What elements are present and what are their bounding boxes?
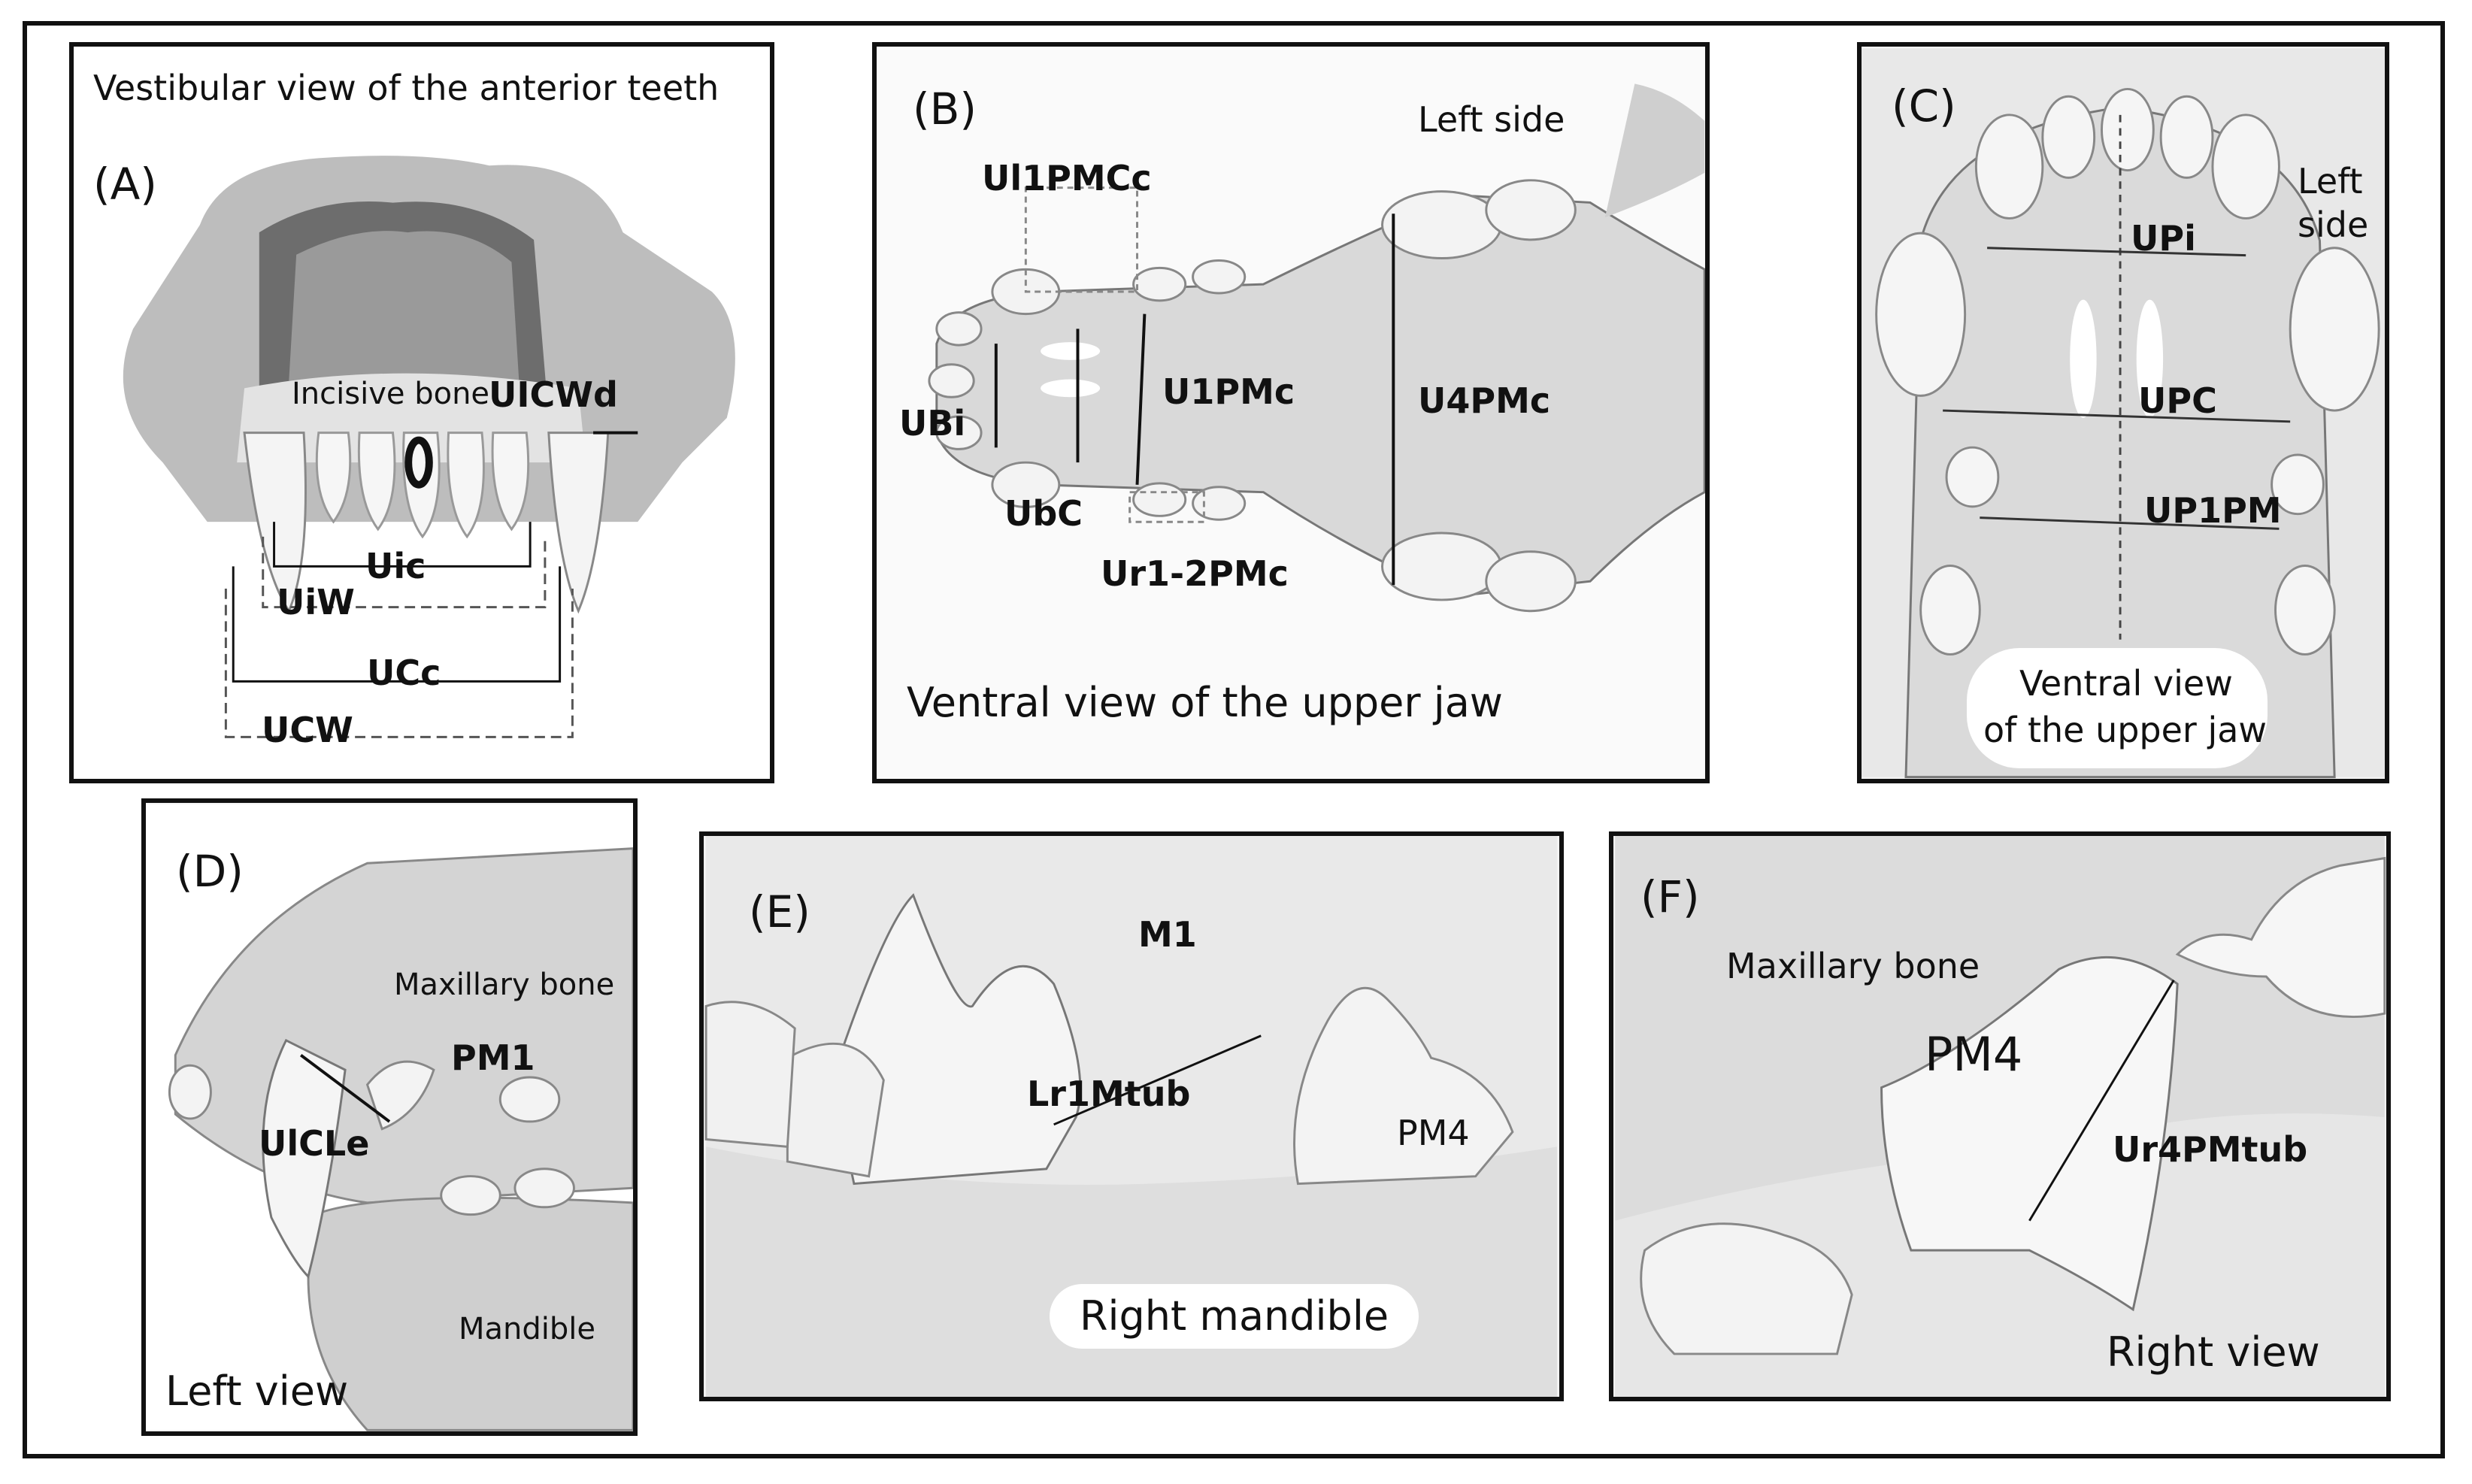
- maxillary-bone-label-f: Maxillary bone: [1726, 946, 1980, 986]
- skull-left-view-illustration: [146, 804, 633, 1431]
- figure-frame: [23, 21, 2445, 1458]
- measure-u4pmc: U4PMc: [1418, 380, 1551, 421]
- panel-e: (E) M1 Lr1Mtub PM4 Right mandible: [699, 831, 1564, 1401]
- pm4-label-f: PM4: [1925, 1027, 2023, 1082]
- measure-ul1pmcc: Ul1PMCc: [982, 158, 1152, 198]
- left-side-label-b: Left side: [1418, 99, 1565, 140]
- measure-lr1mtub: Lr1Mtub: [1027, 1074, 1191, 1114]
- caption-c-line2: of the upper jaw: [1983, 710, 2268, 750]
- measure-ucw: UCW: [262, 710, 353, 750]
- caption-c-pill: [1967, 648, 2268, 768]
- caption-c-line1: Ventral view: [2019, 663, 2233, 704]
- measure-ubi: UBi: [899, 403, 966, 444]
- measure-m1: M1: [1138, 914, 1197, 955]
- measure-pm1: PM1: [451, 1037, 535, 1078]
- panel-d: (D) Maxillary bone PM1 UlCLe Mandible Le…: [141, 798, 638, 1436]
- measure-ubc: UbC: [1004, 493, 1083, 534]
- panel-f: (F) Maxillary bone PM4 Ur4PMtub Right vi…: [1609, 831, 2391, 1401]
- measure-uic: Uic: [365, 546, 426, 586]
- left-side-label-c-line2: side: [2298, 204, 2369, 245]
- maxillary-bone-label-d: Maxillary bone: [394, 968, 615, 1002]
- panel-label-c: (C): [1892, 80, 1956, 132]
- upper-jaw-ventral-illustration: [877, 47, 1705, 779]
- panel-label-a: (A): [93, 159, 157, 210]
- panel-label-b: (B): [913, 83, 977, 135]
- panel-a: Vestibular view of the anterior teeth (A…: [69, 42, 774, 783]
- skull-front-illustration: [123, 156, 735, 738]
- measure-up1pm: UP1PM: [2144, 490, 2282, 531]
- caption-f: Right view: [2107, 1328, 2320, 1376]
- measure-ur4pmtub: Ur4PMtub: [2113, 1129, 2308, 1170]
- panel-label-d: (D): [176, 846, 244, 897]
- caption-e: Right mandible: [1050, 1284, 1419, 1349]
- mandible-label: Mandible: [459, 1312, 595, 1346]
- measure-upi: UPi: [2131, 218, 2196, 259]
- measure-uiw: UiW: [277, 582, 355, 622]
- panel-label-f: (F): [1640, 871, 1700, 922]
- measure-ucc: UCc: [367, 653, 441, 693]
- measure-uicwd: UICWd: [489, 374, 618, 415]
- caption-a: Vestibular view of the anterior teeth: [93, 68, 719, 108]
- caption-b: Ventral view of the upper jaw: [907, 679, 1503, 726]
- left-side-label-c-line1: Left: [2298, 161, 2363, 201]
- measure-u1pmc: U1PMc: [1162, 371, 1295, 412]
- caption-d: Left view: [165, 1367, 349, 1415]
- measure-ur1-2pmc: Ur1-2PMc: [1101, 553, 1289, 594]
- measure-upc: UPC: [2138, 380, 2217, 421]
- panel-label-e: (E): [749, 886, 810, 937]
- incisive-bone-label: Incisive bone: [292, 377, 490, 411]
- measure-ulcle: UlCLe: [259, 1123, 370, 1164]
- right-view-pm4-illustration: [1615, 836, 2386, 1397]
- pm4-label-e: PM4: [1397, 1113, 1470, 1153]
- panel-b: (B) Left side Ul1PMCc UBi U1PMc U4PMc Ub…: [872, 42, 1710, 783]
- panel-c: (C) Left side UPi UPC UP1PM Ventral view…: [1857, 42, 2389, 783]
- upper-jaw-ventral-closeup-illustration: [1862, 48, 2385, 779]
